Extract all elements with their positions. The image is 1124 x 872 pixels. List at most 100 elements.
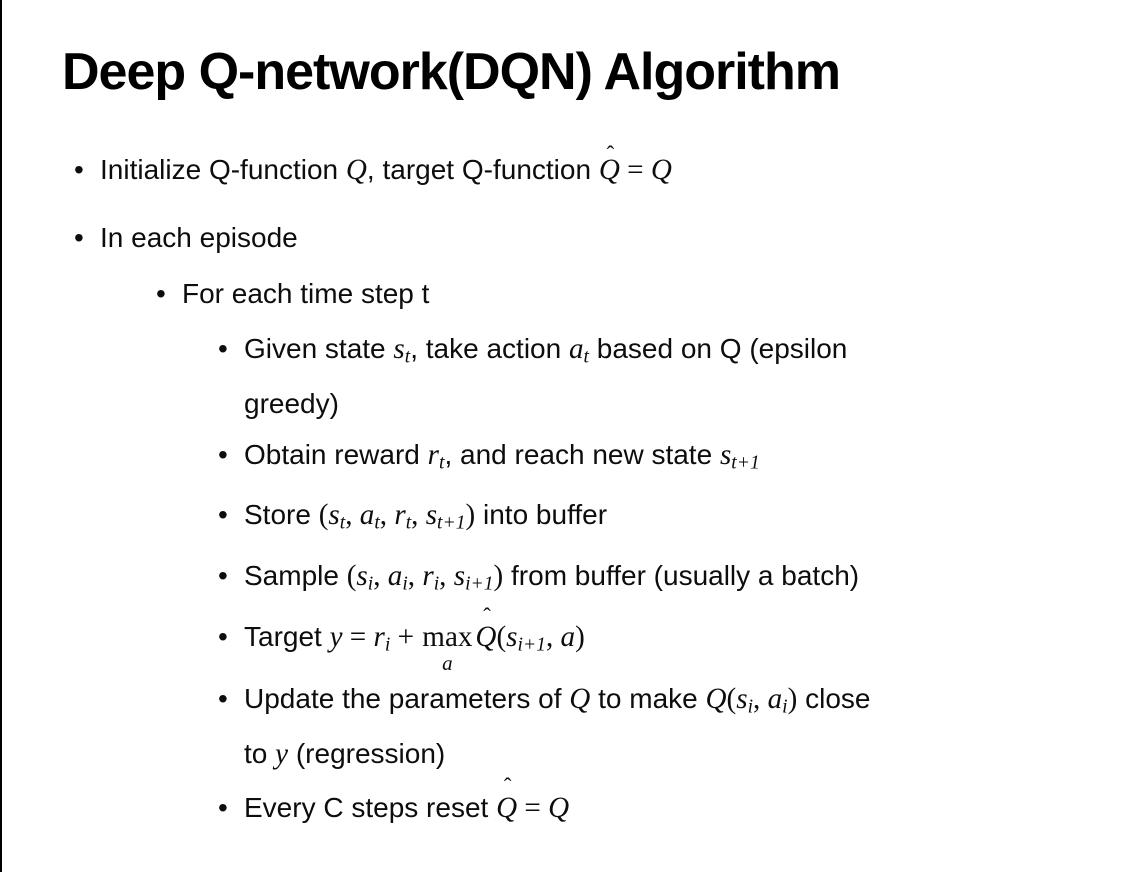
text-run: Obtain reward (244, 438, 428, 470)
bullet-marker: • (156, 278, 166, 309)
text-run: s (506, 620, 518, 653)
text-run: t (374, 513, 380, 535)
text-run: i (367, 573, 374, 595)
bullet-item: • Obtain reward rt, and reach new state s… (0, 432, 1124, 487)
text-run: Q (705, 682, 727, 715)
bullet-text: In each episode (100, 220, 298, 256)
bullet-item: • Initialize Q-function Q, target Q-funct… (0, 141, 1124, 188)
text-run: Initialize Q-function (100, 154, 346, 185)
text-run: t+1 (731, 452, 760, 474)
text-run: a (359, 499, 375, 532)
text-run: ( (346, 560, 357, 593)
hat-accent: ˆ (606, 141, 615, 167)
text-run: r (373, 620, 385, 653)
text-run: , (407, 560, 423, 593)
bullet-text: Initialize Q-function Q, target Q-functi… (100, 141, 672, 188)
text-run: , (411, 499, 426, 532)
text-run: + (390, 620, 422, 653)
bullet-marker: • (218, 333, 228, 364)
bullet-marker: • (74, 222, 84, 253)
text-run: For each time step t (182, 278, 430, 309)
text-run: i (747, 696, 754, 718)
text-run: i (402, 573, 408, 595)
hat-accent: ˆ (503, 774, 512, 800)
bullet-item: •Update the parameters of Q to make Q(si… (0, 676, 1124, 777)
text-run: from buffer (usually a batch) (503, 560, 860, 592)
text-run: s (453, 560, 466, 593)
bullet-item: • For each time step t (0, 276, 1124, 312)
text-run: y (329, 620, 343, 653)
text-run: t (405, 513, 412, 535)
text-run: = (342, 620, 374, 653)
text-run: , target Q-function (366, 154, 599, 185)
slide-title: Deep Q-network(DQN) Algorithm (62, 43, 841, 101)
text-run: r (422, 560, 434, 593)
text-run: a (568, 333, 584, 365)
text-run: , (373, 560, 388, 593)
text-run: close (797, 682, 871, 714)
text-run: based on Q (epsilon (588, 333, 848, 364)
hat-accent: ˆ (483, 603, 491, 629)
text-run: i+1 (517, 634, 546, 656)
text-run: Every C steps reset (244, 791, 497, 823)
text-run: t (404, 346, 411, 368)
text-run: ) (493, 560, 504, 593)
text-run: Store (244, 499, 319, 531)
bullet-item: • Sample (si, ai, ri, si+1) from buffer (… (0, 553, 1124, 608)
text-run: y (275, 737, 289, 770)
text-run: s (356, 560, 368, 593)
text-run: (regression) (288, 737, 446, 769)
bullet-text: Obtain reward rt, and reach new state st… (244, 432, 760, 487)
text-run: r (427, 438, 439, 471)
text-run: to make (590, 682, 706, 714)
text-run: ( (496, 620, 507, 653)
bullet-marker: • (218, 438, 228, 470)
text-run: t (438, 452, 445, 474)
text-run: i (782, 696, 788, 718)
bullet-marker: • (218, 560, 228, 592)
bullet-marker: • (218, 682, 228, 714)
text-run: ) (465, 499, 476, 532)
text-run: r (394, 499, 406, 532)
text-run: t+1 (437, 513, 466, 535)
text-run: ) (787, 682, 798, 715)
text-run: greedy) (244, 387, 339, 419)
text-run: a (767, 682, 783, 715)
bullet-item: •Given state st, take action at based on… (0, 326, 1124, 427)
text-run: , and reach new state (444, 438, 720, 470)
text-run: t (583, 346, 589, 368)
bullet-item: • In each episode (0, 220, 1124, 256)
text-run: , (379, 499, 395, 532)
text-run: Q (569, 682, 591, 715)
text-run: Given state (244, 333, 394, 364)
text-run: ) (575, 620, 585, 653)
bullet-marker: • (74, 154, 84, 185)
bullet-text: For each time step t (182, 276, 429, 312)
text-run: s (719, 438, 732, 471)
text-run: s (328, 499, 340, 532)
text-run: s (393, 333, 405, 365)
text-run: = (619, 154, 651, 186)
text-run: i (433, 573, 440, 595)
slide-left-border (0, 0, 2, 872)
bullet-marker: • (218, 791, 228, 823)
text-run: In each episode (100, 222, 298, 253)
bullet-text: Sample (si, ai, ri, si+1) from buffer (u… (244, 553, 859, 608)
bullet-text: Given state st, take action at based on … (244, 326, 847, 427)
text-run: Sample (244, 560, 347, 592)
text-run: Q (345, 154, 367, 186)
text-run: i (384, 634, 391, 656)
text-run: , (753, 682, 768, 715)
bullet-text: Store (st, at, rt, st+1) into buffer (244, 492, 607, 547)
text-run: Q (548, 791, 570, 824)
text-run: s (736, 682, 748, 715)
text-run: a (387, 560, 403, 593)
